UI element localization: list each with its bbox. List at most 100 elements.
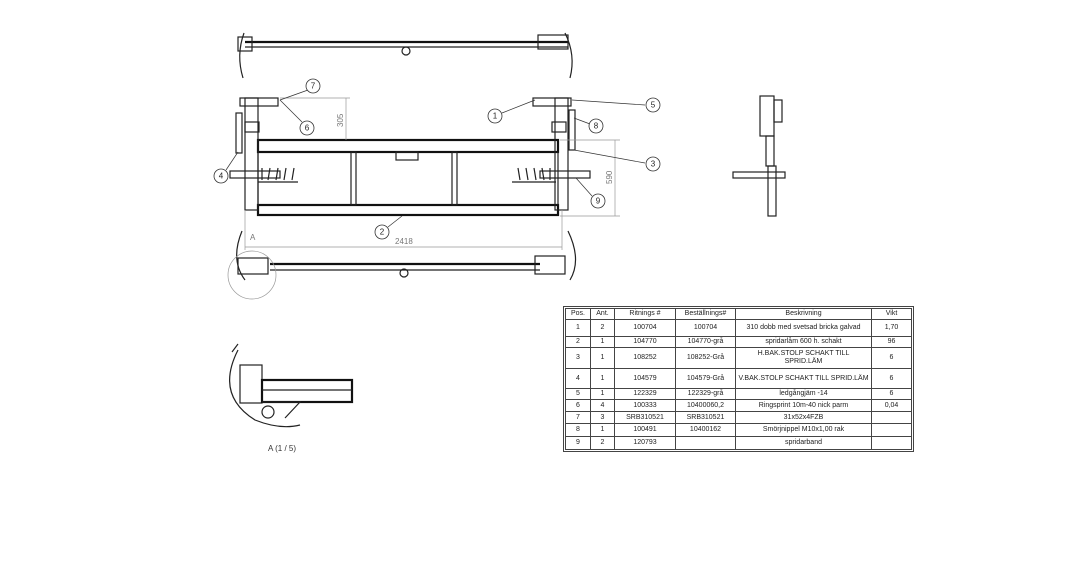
- table-cell: 1: [590, 388, 615, 400]
- svg-text:5: 5: [651, 101, 656, 110]
- table-cell: 2: [565, 336, 591, 348]
- detail-marker: A: [250, 233, 256, 242]
- balloon-5: 5: [645, 97, 661, 113]
- table-cell: H.BAK.STOLP SCHAKT TILL SPRID.LÄM: [735, 347, 872, 369]
- column-header: Beskrivning: [735, 308, 872, 320]
- table-cell: 4: [590, 399, 615, 412]
- column-header: Pos.: [565, 308, 591, 320]
- table-cell: 6: [565, 399, 591, 412]
- table-header-row: Pos.Ant.Ritnings #Beställnings#Beskrivni…: [565, 308, 912, 320]
- table-cell: 104770: [614, 336, 676, 348]
- table-cell: 6: [871, 368, 912, 389]
- table-cell: 6: [871, 347, 912, 369]
- table-cell: 3: [565, 347, 591, 369]
- table-cell: 8: [565, 423, 591, 437]
- table-cell: [871, 436, 912, 450]
- table-cell: 122329-grå: [675, 388, 736, 400]
- table-cell: 2: [590, 436, 615, 450]
- bill-of-materials-table: Pos.Ant.Ritnings #Beställnings#Beskrivni…: [563, 306, 914, 452]
- table-cell: 7: [565, 411, 591, 424]
- column-header: Beställnings#: [675, 308, 736, 320]
- table-cell: 1: [590, 347, 615, 369]
- table-cell: 104770-grå: [675, 336, 736, 348]
- table-cell: [675, 436, 736, 450]
- table-cell: 100333: [614, 399, 676, 412]
- table-cell: 100491: [614, 423, 676, 437]
- table-cell: Smörjnippel M10x1,00 rak: [735, 423, 872, 437]
- balloon-1: 1: [487, 108, 503, 124]
- table-cell: 1: [590, 336, 615, 348]
- dimension-2418: 2418: [395, 237, 413, 246]
- svg-text:2: 2: [380, 228, 385, 237]
- table-cell: 1: [590, 368, 615, 389]
- balloon-4: 4: [213, 168, 229, 184]
- balloon-2: 2: [374, 224, 390, 240]
- table-cell: 9: [565, 436, 591, 450]
- table-cell: 310 dobb med svetsad bricka galvad: [735, 319, 872, 337]
- table-cell: 108252-Grå: [675, 347, 736, 369]
- table-cell: 2: [590, 319, 615, 337]
- table-cell: 5: [565, 388, 591, 400]
- balloon-9: 9: [590, 193, 606, 209]
- table-cell: 31x52x4FZB: [735, 411, 872, 424]
- table-cell: Ringsprint 10m-40 nick parm: [735, 399, 872, 412]
- svg-text:9: 9: [596, 197, 601, 206]
- table-cell: 104579-Grå: [675, 368, 736, 389]
- balloon-7: 7: [305, 78, 321, 94]
- table-cell: 0,04: [871, 399, 912, 412]
- detail-a-circle: [227, 250, 277, 300]
- table-cell: spridarlåm 600 h. schakt: [735, 336, 872, 348]
- table-cell: spridarband: [735, 436, 872, 450]
- table-cell: SRB310521: [614, 411, 676, 424]
- column-header: Ant.: [590, 308, 615, 320]
- side-view: [732, 95, 786, 217]
- table-cell: V.BAK.STOLP SCHAKT TILL SPRID.LÄM: [735, 368, 872, 389]
- svg-text:6: 6: [305, 124, 310, 133]
- balloon-6: 6: [299, 120, 315, 136]
- table-cell: 6: [871, 388, 912, 400]
- svg-text:4: 4: [219, 172, 224, 181]
- balloons: 7 6 1 5 8 3 9 4 2: [213, 78, 661, 240]
- table-cell: [871, 423, 912, 437]
- dimension-590: 590: [605, 170, 614, 184]
- table-cell: 10400060,2: [675, 399, 736, 412]
- bottom-view: [227, 230, 577, 300]
- table-cell: 120793: [614, 436, 676, 450]
- dimensions: 305 590 2418 A: [244, 97, 620, 250]
- table-cell: ledgångjäm -14: [735, 388, 872, 400]
- detail-view-label: A (1 / 5): [268, 444, 297, 453]
- column-header: Vikt: [871, 308, 912, 320]
- top-view: [237, 32, 573, 79]
- table-cell: 1: [590, 423, 615, 437]
- table-cell: 122329: [614, 388, 676, 400]
- table-cell: 104579: [614, 368, 676, 389]
- table-cell: 100704: [675, 319, 736, 337]
- table-cell: 3: [590, 411, 615, 424]
- table-cell: 108252: [614, 347, 676, 369]
- svg-text:3: 3: [651, 160, 656, 169]
- table-cell: 4: [565, 368, 591, 389]
- front-view: [229, 97, 591, 217]
- table-cell: SRB310521: [675, 411, 736, 424]
- svg-text:1: 1: [493, 112, 498, 121]
- table-cell: 10400162: [675, 423, 736, 437]
- svg-text:8: 8: [594, 122, 599, 131]
- balloon-3: 3: [645, 156, 661, 172]
- table-cell: 1: [565, 319, 591, 337]
- column-header: Ritnings #: [614, 308, 676, 320]
- table-cell: 96: [871, 336, 912, 348]
- detail-a-view: [229, 343, 354, 428]
- table-cell: 1,70: [871, 319, 912, 337]
- svg-text:7: 7: [311, 82, 316, 91]
- balloon-8: 8: [588, 118, 604, 134]
